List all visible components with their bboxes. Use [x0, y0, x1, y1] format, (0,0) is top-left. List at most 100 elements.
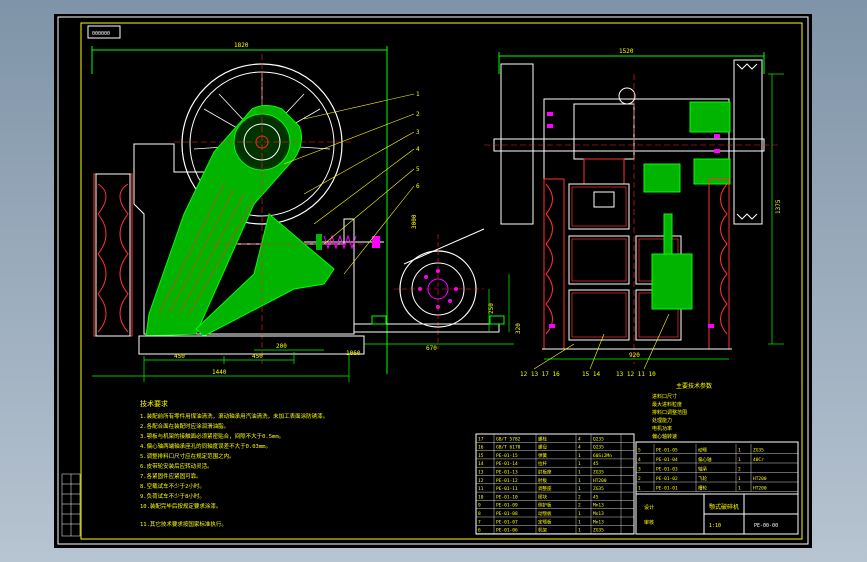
table-cell: 1 [638, 486, 641, 492]
table-cell: PE-01-02 [656, 476, 678, 482]
title-block-designer: 设计 [644, 504, 654, 511]
table-cell: 17 [478, 436, 484, 442]
table-cell: 肘板座 [538, 469, 552, 476]
cad-viewport[interactable]: 000000 1820 [54, 14, 812, 548]
technical-notes: 技术要求 1.装配前所有零件用煤油清洗，滚动轴承用汽油清洗，未加工表面涂防锈漆。… [140, 399, 328, 528]
left-stamp-block [61, 473, 81, 537]
table-cell: 2 [578, 503, 581, 509]
table-cell: 2 [638, 476, 641, 482]
drawing-border-outer [57, 16, 809, 545]
dim-mid-motor-h: 250 [488, 303, 495, 314]
table-cell: 1 [578, 470, 581, 476]
mid-vertical-label: 3000 [411, 214, 418, 229]
dim-left-top: 1820 [234, 42, 249, 49]
table-cell: PE-01-09 [496, 503, 518, 509]
table-cell: 偏心轴 [698, 456, 712, 463]
motor-view: 3000 670 1060 250 320 [346, 214, 522, 357]
table-cell: PE-01-11 [496, 486, 518, 492]
table-cell: ZG35 [593, 470, 604, 476]
table-cell: Q235 [593, 445, 604, 451]
note-line: 5.调整排料口尺寸应在规定范围之内。 [140, 452, 235, 460]
table-cell: 1 [738, 486, 741, 492]
table-cell: 1 [738, 448, 741, 454]
table-cell: PE-01-07 [496, 519, 518, 525]
table-cell: 1 [578, 519, 581, 525]
note-line: 10.装配完毕后按规定要求涂漆。 [140, 502, 221, 510]
table-cell: PE-01-04 [656, 457, 678, 463]
note-line: 9.负荷试车不少于8小时。 [140, 492, 205, 500]
spec-title: 主要技术参数 [676, 382, 712, 390]
table-cell: 16 [478, 445, 484, 451]
drawing-border-inner [80, 22, 803, 540]
table-cell: PE-01-12 [496, 478, 518, 484]
dim-right-height: 1375 [775, 199, 782, 214]
table-cell: 45 [593, 461, 599, 467]
dim-mid-offset: 1060 [346, 350, 361, 357]
table-cell: 7 [478, 519, 481, 525]
balloon-5: 5 [416, 166, 420, 173]
table-cell: 1 [578, 486, 581, 492]
title-block-drawing-no: PE-00-00 [754, 523, 778, 529]
balloon-2: 2 [416, 111, 420, 118]
balloons-bottom-mid: 15 14 [582, 371, 600, 378]
table-cell: 2 [738, 467, 741, 473]
note-line: 1.装配前所有零件用煤油清洗，滚动轴承用汽油清洗，未加工表面涂防锈漆。 [140, 412, 328, 420]
dim-left-overall: 1440 [212, 369, 227, 376]
table-cell: 6 [478, 528, 481, 534]
table-cell: 12 [478, 478, 484, 484]
spec-line: 排料口调整范围 [652, 409, 687, 416]
table-cell: 4 [578, 436, 581, 442]
table-cell: PE-01-08 [496, 511, 518, 517]
table-cell: 飞轮 [698, 475, 707, 482]
note-line: 2.各配合面在装配时应涂润滑油脂。 [140, 422, 229, 430]
table-cell: HT200 [753, 476, 767, 482]
note-line: 3.颚板与机架的接触面必须紧密贴合，间隙不大于0.5mm。 [140, 432, 284, 440]
spec-line: 电机功率 [652, 425, 672, 432]
table-cell: 槽轮 [698, 485, 707, 492]
table-cell: 肘板 [538, 477, 547, 484]
spec-line: 处理能力 [652, 417, 672, 424]
table-cell: ZG35 [593, 528, 604, 534]
note-line: 8.空载试车不少于2小时。 [140, 482, 205, 490]
table-cell: 4 [578, 445, 581, 451]
table-cell: 弹簧 [538, 452, 547, 459]
dim-right-top: 1520 [619, 48, 634, 55]
dim-right-base: 920 [629, 352, 640, 359]
table-cell: 轴承 [698, 466, 707, 473]
table-cell: 40Cr [753, 457, 764, 463]
table-cell: 螺栓 [538, 435, 547, 442]
table-cell: 45 [593, 494, 599, 500]
table-cell: 11 [478, 486, 484, 492]
table-cell: 13 [478, 470, 484, 476]
table-cell: 2 [578, 494, 581, 500]
note-line: 7.各紧固件应紧固可靠。 [140, 472, 202, 480]
table-cell: 定颚板 [538, 518, 552, 525]
table-cell: PE-01-13 [496, 470, 518, 476]
dim-left-a: 450 [174, 353, 185, 360]
side-view: 1820 [91, 42, 420, 382]
balloon-1: 1 [416, 91, 420, 98]
table-cell: 1 [578, 478, 581, 484]
table-cell: 1 [738, 457, 741, 463]
table-cell: PE-01-01 [656, 486, 678, 492]
balloon-6: 6 [416, 183, 420, 190]
front-view: 1520 [484, 48, 784, 378]
table-cell: PE-01-06 [496, 528, 518, 534]
table-cell: 1 [578, 528, 581, 534]
spec-line: 最大进料粒度 [652, 401, 682, 408]
table-cell: PE-01-05 [656, 448, 678, 454]
table-cell: HT200 [593, 478, 607, 484]
table-cell: 1 [578, 511, 581, 517]
table-cell: 楔块 [538, 493, 547, 500]
title-block-scale: 1:10 [709, 523, 721, 529]
spec-line: 进料口尺寸 [652, 393, 677, 400]
table-cell: 60Si2Mn [593, 453, 612, 459]
balloon-3: 3 [416, 129, 420, 136]
table-cell: 1 [738, 476, 741, 482]
table-cell: 15 [478, 453, 484, 459]
dim-left-b: 450 [252, 353, 263, 360]
table-cell: 9 [478, 503, 481, 509]
table-cell: PE-01-15 [496, 453, 518, 459]
